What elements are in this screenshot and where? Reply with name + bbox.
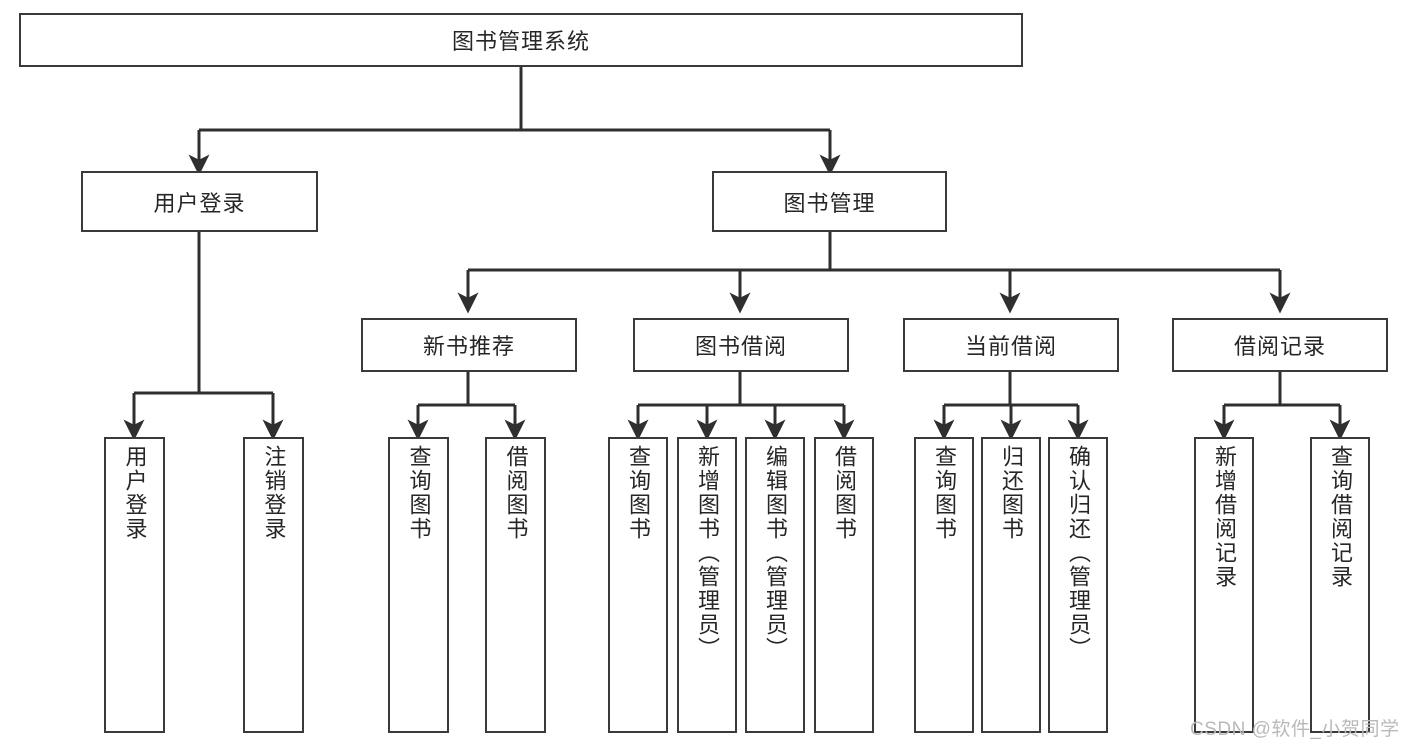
leaf-add-book[interactable]: 新增图书（管理员）	[677, 437, 737, 733]
leaf-query-record-label: 查询借阅记录	[1327, 445, 1353, 589]
leaf-borrow-book-1-label: 借阅图书	[503, 445, 529, 541]
csdn-watermark: CSDN @软件_小贺同学	[1190, 714, 1399, 741]
leaf-query-book-1-label: 查询图书	[406, 445, 432, 541]
leaf-borrow-book-2[interactable]: 借阅图书	[814, 437, 874, 733]
leaf-confirm-return[interactable]: 确认归还（管理员）	[1048, 437, 1108, 733]
leaf-user-login-label: 用户登录	[122, 445, 148, 541]
node-user-login-label: 用户登录	[153, 190, 246, 216]
node-borrow-record-label: 借阅记录	[1233, 334, 1326, 359]
leaf-query-record[interactable]: 查询借阅记录	[1310, 437, 1370, 733]
leaf-logout-login[interactable]: 注销登录	[243, 437, 304, 733]
node-root-label: 图书管理系统	[451, 29, 590, 54]
leaf-return-book[interactable]: 归还图书	[981, 437, 1041, 733]
leaf-query-book-2[interactable]: 查询图书	[608, 437, 668, 733]
node-root-system[interactable]: 图书管理系统	[19, 13, 1023, 67]
leaf-edit-book[interactable]: 编辑图书（管理员）	[745, 437, 805, 733]
leaf-borrow-book-1[interactable]: 借阅图书	[485, 437, 546, 733]
node-book-manage-label: 图书管理	[783, 190, 876, 216]
leaf-logout-login-label: 注销登录	[261, 445, 287, 541]
leaf-add-record-label: 新增借阅记录	[1211, 445, 1237, 589]
node-user-login[interactable]: 用户登录	[81, 171, 318, 232]
leaf-add-record[interactable]: 新增借阅记录	[1194, 437, 1254, 733]
node-new-book-recommend[interactable]: 新书推荐	[361, 318, 577, 372]
node-new-book-recommend-label: 新书推荐	[422, 334, 515, 359]
leaf-query-book-3[interactable]: 查询图书	[914, 437, 974, 733]
csdn-watermark-text: CSDN @软件_小贺同学	[1190, 719, 1400, 740]
leaf-confirm-return-label: 确认归还（管理员）	[1065, 445, 1091, 661]
leaf-borrow-book-2-label: 借阅图书	[831, 445, 857, 541]
leaf-user-login[interactable]: 用户登录	[104, 437, 165, 733]
leaf-edit-book-label: 编辑图书（管理员）	[762, 445, 788, 661]
leaf-query-book-2-label: 查询图书	[625, 445, 651, 541]
leaf-return-book-label: 归还图书	[998, 445, 1024, 541]
leaf-query-book-1[interactable]: 查询图书	[388, 437, 449, 733]
node-book-manage[interactable]: 图书管理	[712, 171, 947, 232]
node-current-borrow[interactable]: 当前借阅	[903, 318, 1119, 372]
node-borrow-record[interactable]: 借阅记录	[1172, 318, 1388, 372]
node-current-borrow-label: 当前借阅	[964, 334, 1057, 359]
leaf-add-book-label: 新增图书（管理员）	[694, 445, 720, 661]
node-book-borrow-label: 图书借阅	[694, 334, 787, 359]
leaf-query-book-3-label: 查询图书	[931, 445, 957, 541]
node-book-borrow[interactable]: 图书借阅	[633, 318, 849, 372]
